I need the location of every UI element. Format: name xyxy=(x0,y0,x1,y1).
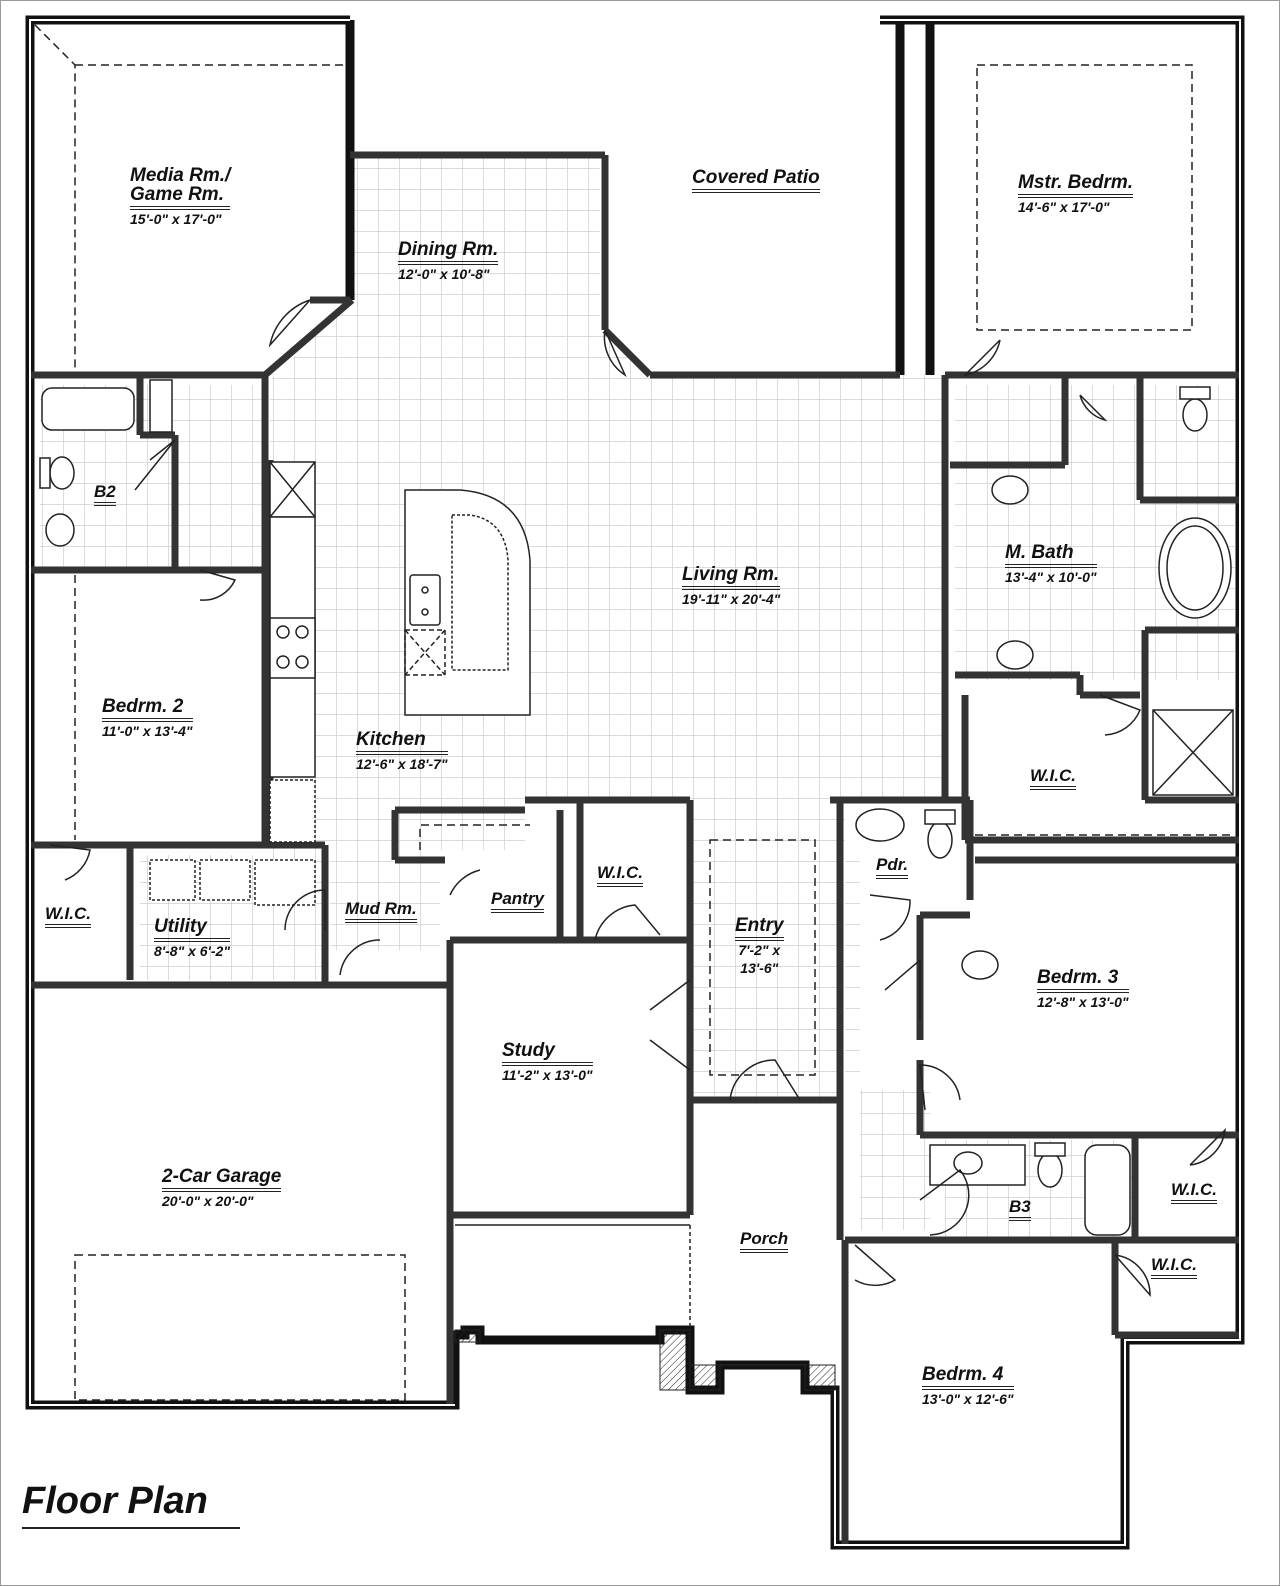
room-dimensions: 12'-0" x 10'-8" xyxy=(398,266,490,282)
room-dimensions: 12'-6" x 18'-7" xyxy=(356,756,448,772)
room-name: Study xyxy=(502,1041,593,1066)
room-name: Utility xyxy=(154,917,230,942)
room-label-master-bedroom: Mstr. Bedrm. 14'-6" x 17'-0" xyxy=(1018,173,1134,215)
room-name: W.I.C. xyxy=(1171,1181,1217,1204)
room-name: Pantry xyxy=(491,890,544,913)
room-label-b3: B3 xyxy=(1009,1198,1031,1221)
room-label-wic-bedroom-3: W.I.C. xyxy=(1171,1181,1217,1204)
tub-b3 xyxy=(1084,1144,1131,1236)
room-label-media-room: Media Rm./ Game Rm. 15'-0" x 17'-0" xyxy=(130,165,231,227)
room-label-pantry: Pantry xyxy=(491,890,544,913)
room-label-master-wic: W.I.C. xyxy=(1030,767,1076,790)
room-label-bedroom-3: Bedrm. 3 12'-8" x 13'-0" xyxy=(1037,968,1129,1009)
room-name: Kitchen xyxy=(356,730,448,755)
room-name: Pdr. xyxy=(876,856,909,879)
room-name: W.I.C. xyxy=(1030,767,1076,790)
room-name: Bedrm. 3 xyxy=(1037,968,1129,993)
room-name: Living Rm. xyxy=(682,565,781,590)
room-label-kitchen: Kitchen 12'-6" x 18'-7" xyxy=(356,730,448,771)
room-name: B3 xyxy=(1009,1198,1031,1221)
fixtures xyxy=(39,379,1234,1236)
room-dimensions: 13'-4" x 10'-0" xyxy=(1005,569,1097,585)
kitchen-island xyxy=(404,489,531,716)
room-label-dining-room: Dining Rm. 12'-0" x 10'-8" xyxy=(398,240,499,282)
room-dimensions: 8'-8" x 6'-2" xyxy=(154,943,230,959)
room-label-b2: B2 xyxy=(94,483,116,506)
kitchen-counter xyxy=(269,461,316,843)
plan-title: Floor Plan xyxy=(22,1480,240,1529)
room-dimensions: 12'-8" x 13'-0" xyxy=(1037,994,1129,1010)
room-label-powder: Pdr. xyxy=(876,856,909,879)
room-name: Mud Rm. xyxy=(345,900,417,923)
room-name: Dining Rm. xyxy=(398,240,499,265)
room-label-living-room: Living Rm. 19'-11" x 20'-4" xyxy=(682,565,781,607)
room-name: Mstr. Bedrm. xyxy=(1018,173,1134,198)
room-name: W.I.C. xyxy=(45,905,91,928)
room-label-wic-bedroom-4: W.I.C. xyxy=(1151,1256,1197,1279)
room-name: Porch xyxy=(740,1230,789,1253)
room-dimensions: 19'-11" x 20'-4" xyxy=(682,591,781,607)
room-label-entry: Entry 7'-2" x 13'-6" xyxy=(735,916,784,975)
room-name: Bedrm. 2 xyxy=(102,697,193,722)
room-name: Media Rm./ xyxy=(130,165,231,186)
room-label-study: Study 11'-2" x 13'-0" xyxy=(502,1041,593,1082)
room-name: 2-Car Garage xyxy=(162,1167,282,1192)
room-dimensions: 11'-0" x 13'-4" xyxy=(102,723,193,739)
ceiling-dashes xyxy=(34,24,1235,1401)
room-name: M. Bath xyxy=(1005,543,1097,568)
room-dimensions: 7'-2" x xyxy=(738,942,781,958)
room-label-covered-patio: Covered Patio xyxy=(692,168,820,193)
room-label-utility: Utility 8'-8" x 6'-2" xyxy=(154,917,230,958)
room-label-bedroom-2: Bedrm. 2 11'-0" x 13'-4" xyxy=(102,697,193,738)
room-label-porch: Porch xyxy=(740,1230,789,1253)
room-name-line2: Game Rm. xyxy=(130,185,231,210)
door-swings xyxy=(49,299,1227,1297)
room-label-study-wic: W.I.C. xyxy=(597,864,643,887)
room-name: W.I.C. xyxy=(1151,1256,1197,1279)
room-name: B2 xyxy=(94,483,116,506)
room-dimensions: 14'-6" x 17'-0" xyxy=(1018,199,1110,215)
room-dimensions: 20'-0" x 20'-0" xyxy=(162,1193,254,1209)
room-label-wic-bedroom-2: W.I.C. xyxy=(45,905,91,928)
tub-b2 xyxy=(41,387,135,431)
room-label-garage: 2-Car Garage 20'-0" x 20'-0" xyxy=(162,1167,282,1209)
tile-floor xyxy=(40,158,1235,1240)
room-label-master-bath: M. Bath 13'-4" x 10'-0" xyxy=(1005,543,1097,584)
room-name: Covered Patio xyxy=(692,168,820,193)
room-name: Entry xyxy=(735,916,784,941)
room-dimensions: 15'-0" x 17'-0" xyxy=(130,211,222,227)
room-dimensions: 13'-0" x 12'-6" xyxy=(922,1391,1014,1407)
room-name: W.I.C. xyxy=(597,864,643,887)
room-dimensions: 11'-2" x 13'-0" xyxy=(502,1067,593,1083)
room-dimensions-line2: 13'-6" xyxy=(740,960,779,976)
room-name: Bedrm. 4 xyxy=(922,1365,1014,1390)
room-label-bedroom-4: Bedrm. 4 13'-0" x 12'-6" xyxy=(922,1365,1014,1406)
room-label-mud-room: Mud Rm. xyxy=(345,900,417,923)
